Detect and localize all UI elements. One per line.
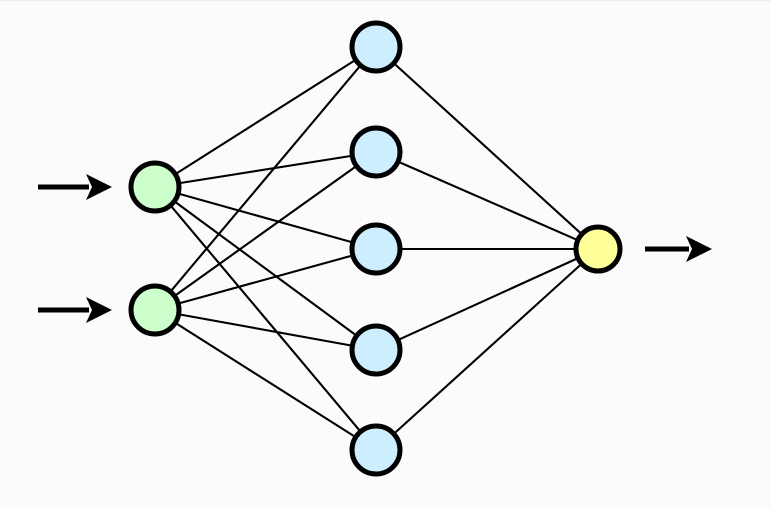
edges-group xyxy=(168,58,584,439)
edge-input-1-to-hidden-5 xyxy=(168,203,363,434)
edge-input-2-to-hidden-1 xyxy=(168,63,363,294)
edge-hidden-4-to-output-1 xyxy=(396,256,580,342)
io-arrows-group xyxy=(38,174,712,323)
node-hidden-1[interactable] xyxy=(349,20,403,74)
node-hidden-4[interactable] xyxy=(349,323,403,377)
edge-input-2-to-hidden-5 xyxy=(173,321,358,439)
edge-hidden-5-to-output-1 xyxy=(391,261,584,436)
edge-hidden-2-to-output-1 xyxy=(396,160,580,242)
nodes-group xyxy=(128,20,623,477)
node-input-2[interactable] xyxy=(128,283,182,337)
node-hidden-2[interactable] xyxy=(349,125,403,179)
edge-input-2-to-hidden-3 xyxy=(176,253,355,306)
node-input-1[interactable] xyxy=(128,160,182,214)
input-arrow-2-head-icon xyxy=(86,297,112,323)
edge-input-2-to-hidden-4 xyxy=(176,312,355,348)
edge-input-1-to-hidden-2 xyxy=(177,154,354,185)
top-divider xyxy=(0,0,771,1)
edge-input-1-to-hidden-1 xyxy=(173,58,358,176)
node-hidden-3[interactable] xyxy=(349,222,403,276)
output-arrow-1-head-icon xyxy=(686,236,712,262)
edge-hidden-1-to-output-1 xyxy=(391,61,584,236)
edge-input-2-to-hidden-2 xyxy=(172,164,359,298)
node-output-1[interactable] xyxy=(573,224,623,274)
edge-input-1-to-hidden-3 xyxy=(176,192,355,244)
input-arrow-1-head-icon xyxy=(86,174,112,200)
node-hidden-5[interactable] xyxy=(349,423,403,477)
edge-input-1-to-hidden-4 xyxy=(172,199,359,338)
